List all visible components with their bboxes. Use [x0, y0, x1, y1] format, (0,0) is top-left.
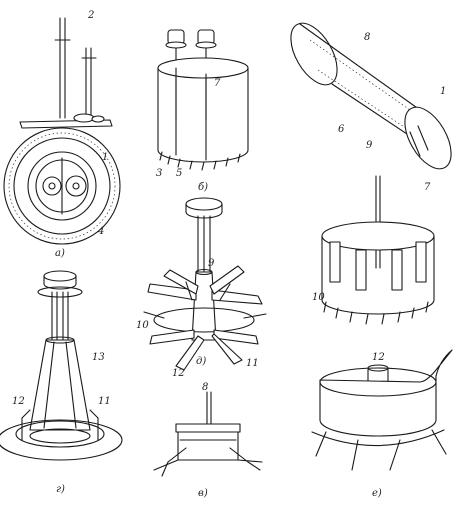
label-2: 2: [87, 10, 94, 21]
panel-d-drawing: 9 10 11 12 д): [136, 197, 267, 379]
label-12-d: 12: [172, 368, 185, 379]
label-9-e: 9: [366, 140, 373, 151]
label-1-e: 1: [440, 86, 446, 97]
panel-e-bottom-drawing: 12 е): [311, 349, 453, 499]
panel-e-middle-drawing: 10: [312, 175, 435, 325]
label-4: 4: [97, 226, 104, 237]
panel-label-d: д): [196, 356, 206, 367]
label-8: 8: [202, 382, 208, 393]
panel-label-v: в): [198, 488, 208, 499]
label-8-e: 8: [364, 32, 370, 43]
label-9: 9: [208, 258, 215, 269]
label-12: 12: [12, 396, 25, 407]
panel-e-drawing: 8 6 7 9 1: [290, 22, 452, 193]
panel-d-lower-drawing: 8 в): [153, 382, 263, 499]
label-10: 10: [136, 320, 149, 331]
label-5: 5: [176, 168, 182, 179]
panel-label-b: б): [198, 182, 208, 193]
label-6: 6: [338, 124, 345, 135]
panel-a-drawing: 1 4 2 а): [3, 10, 121, 259]
panel-b-drawing: 3 5 7 б): [156, 29, 249, 193]
label-1: 1: [102, 152, 108, 163]
label-13: 13: [92, 352, 105, 363]
label-11: 11: [98, 396, 111, 407]
panel-g-drawing: 12 13 11 г): [0, 270, 123, 495]
label-7-b: 7: [214, 78, 221, 89]
label-12-e: 12: [372, 352, 385, 363]
label-7-e: 7: [424, 182, 431, 193]
label-10-e: 10: [312, 292, 325, 303]
label-3: 3: [156, 168, 162, 179]
panel-label-g: г): [56, 484, 65, 495]
label-11-d: 11: [246, 358, 259, 369]
panel-label-a: а): [55, 248, 65, 259]
panel-label-e: е): [372, 488, 382, 499]
